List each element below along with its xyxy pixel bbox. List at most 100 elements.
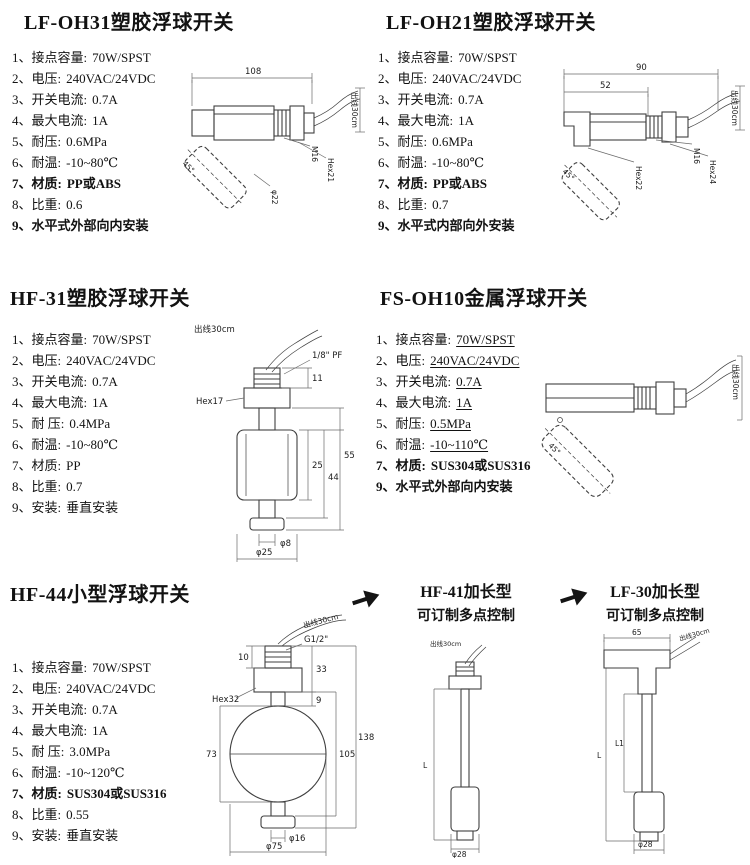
mini-header: HF-41加长型 可订制多点控制 (376, 578, 556, 625)
spec-value: 0.7 (66, 479, 83, 494)
spec-label: 4、最大电流: (376, 395, 452, 410)
spec-label: 6、耐温: (376, 437, 426, 452)
spec-line: 6、耐温: -10~110℃ (376, 434, 748, 455)
spec-line: 6、耐温:-10~80℃ (12, 152, 376, 173)
spec-line: 7、材质:SUS304或SUS316 (376, 455, 748, 476)
spec-label: 8、比重: (12, 479, 62, 494)
spec-label: 7、材质: (378, 176, 428, 191)
dia-label: φ8 (280, 539, 291, 549)
spec-value: 1A (458, 113, 475, 128)
product-title: LF-30加长型 (610, 584, 700, 601)
spec-value: -10~80℃ (432, 155, 485, 170)
arrow-icon (352, 590, 380, 608)
spec-line: 3、开关电流:0.7A (12, 699, 376, 720)
dim-label: 108 (245, 67, 261, 77)
spec-label: 9、水平式外部向内安装 (376, 479, 513, 494)
spec-value: -10~110℃ (430, 437, 489, 452)
dimension-lines (433, 688, 480, 853)
spec-list: 1、接点容量:70W/SPST 2、电压:240VAC/24VDC 3、开关电流… (376, 329, 748, 497)
spec-line: 1、接点容量:70W/SPST (12, 657, 376, 678)
spec-line: 2、电压:240VAC/24VDC (12, 350, 376, 371)
spec-value: 0.4MPa (69, 416, 111, 431)
hex-label: Hex24 (708, 160, 717, 184)
spec-label: 1、接点容量: (12, 332, 88, 347)
spec-line: 8、比重:0.7 (378, 194, 748, 215)
hex-label: Hex22 (634, 166, 643, 190)
spec-label: 9、安装: (12, 500, 62, 515)
spec-line: 7、材质:SUS304或SUS316 (12, 783, 376, 804)
angle-label: 45° (181, 159, 197, 175)
thread-label: M16 (692, 148, 701, 164)
spec-list: 1、接点容量:70W/SPST 2、电压:240VAC/24VDC 3、开关电流… (12, 329, 376, 518)
product-title: HF-44小型浮球开关 (10, 584, 190, 606)
spec-value: 240VAC/24VDC (430, 353, 520, 368)
spec-line: 8、比重: 0.7 (12, 476, 376, 497)
spec-label: 4、最大电流: (12, 113, 88, 128)
dia-label: φ75 (266, 842, 282, 852)
spec-value: 0.7A (92, 92, 118, 107)
cable-length-label: 出线30cm (430, 639, 461, 648)
switch-body (545, 381, 687, 415)
spec-value: 0.6MPa (432, 134, 473, 149)
cable-length-label: 出线30cm (731, 364, 741, 400)
product-title: LF-OH31塑胶浮球开关 (24, 12, 234, 34)
spec-line: 8、比重:0.55 (12, 804, 376, 825)
spec-label: 9、水平式内部向外安装 (378, 218, 515, 233)
float-dashed (541, 424, 614, 498)
spec-label: 2、电压: (12, 71, 62, 86)
float-dashed (184, 145, 247, 209)
hex-label: Hex17 (196, 397, 223, 407)
spec-line: 7、材质: PP或ABS (378, 173, 748, 194)
spec-label: 1、接点容量: (376, 332, 452, 347)
spec-label: 7、材质: (12, 786, 62, 801)
fs-oh10-technical-drawing: 出线30cm 45° (541, 355, 743, 498)
spec-label: 5、耐压: (12, 134, 62, 149)
spec-line: 5、耐压:0.5MPa (376, 413, 748, 434)
product-subtitle: 可订制多点控制 (417, 609, 515, 624)
dimension-lines (603, 634, 671, 854)
spec-value: 70W/SPST (92, 50, 151, 65)
cable-length-label: 出线30cm (302, 611, 339, 630)
switch-body (563, 111, 689, 147)
spec-value: PP或ABS (432, 176, 488, 191)
spec-line: 6、耐温:-10~120℃ (12, 762, 376, 783)
dim-label: 55 (344, 451, 355, 461)
spec-label: 1、接点容量: (378, 50, 454, 65)
dimension-lines (191, 73, 365, 133)
spec-value: -10~80℃ (66, 155, 119, 170)
spec-value: 0.7A (92, 374, 118, 389)
spec-line: 2、电压:240VAC/24VDC (12, 68, 376, 89)
spec-line: 4、最大电流:1A (12, 720, 376, 741)
spec-line: 8、比重:0.6 (12, 194, 376, 215)
spec-value: 0.6MPa (66, 134, 107, 149)
dim-label: 11 (312, 374, 323, 384)
cable-length-label: 出线30cm (730, 90, 740, 126)
dia-label: φ28 (452, 850, 467, 858)
wires (669, 636, 701, 661)
spec-line: 1、接点容量:70W/SPST (378, 47, 748, 68)
spec-line: 4、最大电流:1A (12, 392, 376, 413)
dim-label: 10 (238, 653, 249, 663)
switch-body (236, 367, 298, 531)
spec-value: 1A (92, 395, 109, 410)
spec-line: 5、耐压:0.6MPa (378, 131, 748, 152)
switch-body (229, 645, 327, 829)
spec-line: 9、水平式外部向内安装 (12, 215, 376, 236)
spec-list: 1、接点容量:70W/SPST 2、电压:240VAC/24VDC 3、开关电流… (12, 657, 376, 846)
dim-label: 90 (636, 63, 647, 73)
dim-label: 52 (600, 81, 611, 91)
spec-label: 3、开关电流: (376, 374, 452, 389)
spec-line: 9、安装:垂直安装 (12, 825, 376, 846)
thread-label: M16 (310, 146, 319, 162)
spec-label: 9、水平式外部向内安装 (12, 218, 149, 233)
spec-list: 1、接点容量:70W/SPST 2、电压:240VAC/24VDC 3、开关电流… (12, 47, 376, 236)
spec-label: 5、耐 压: (12, 744, 65, 759)
spec-line: 2、电压:240VAC/24VDC (12, 678, 376, 699)
dimension-lines (737, 355, 743, 421)
spec-value: PP或ABS (66, 176, 122, 191)
spec-line: 5、耐压: 0.6MPa (12, 131, 376, 152)
spec-line: 3、开关电流:0.7A (376, 371, 748, 392)
section-lf-oh31: LF-OH31塑胶浮球开关 1、接点容量:70W/SPST 2、电压:240VA… (10, 6, 376, 282)
dim-label: L1 (615, 739, 624, 748)
spec-label: 6、耐温: (12, 437, 62, 452)
